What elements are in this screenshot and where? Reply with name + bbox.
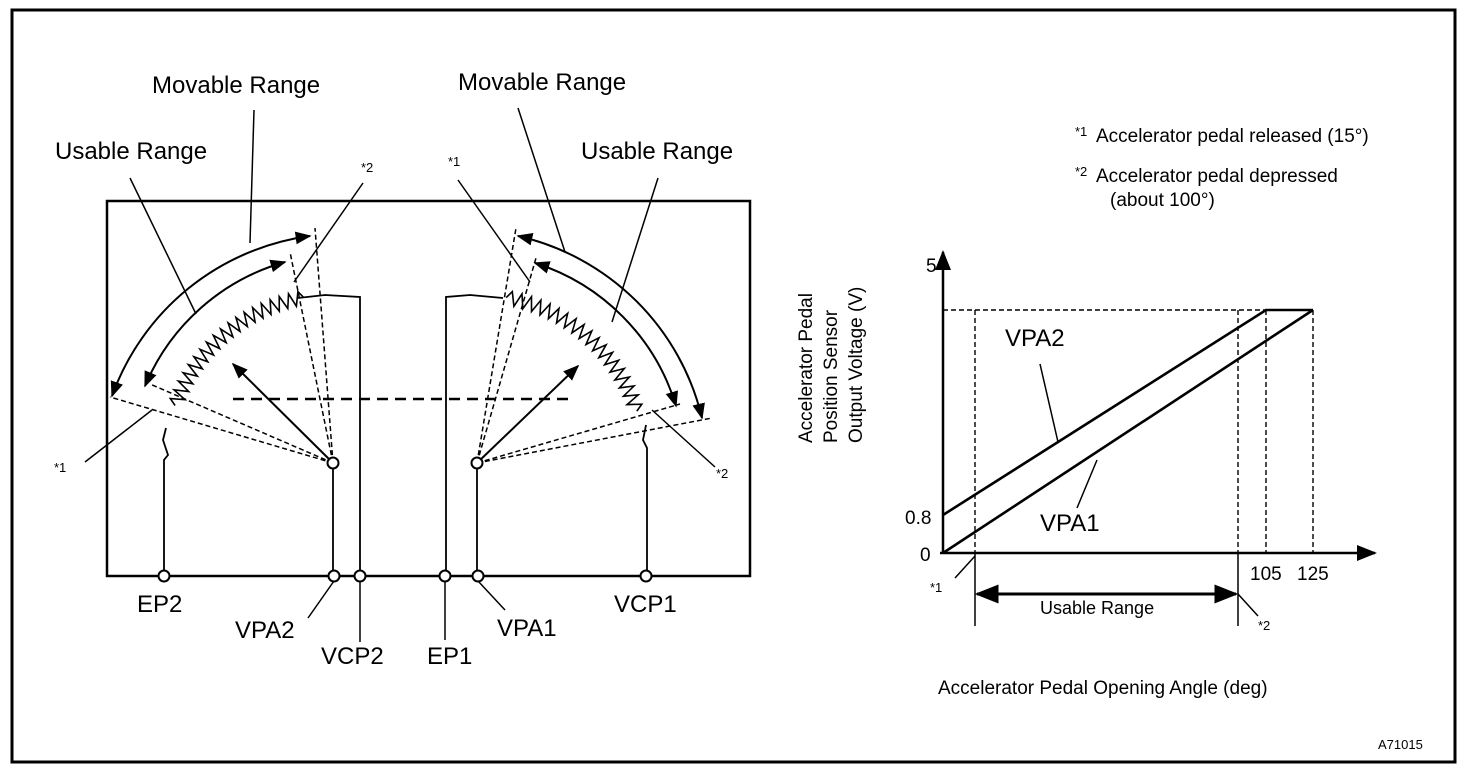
terminal-label-vpa1: VPA1 [497,615,557,642]
terminal-label-ep2: EP2 [137,591,182,618]
legend-note2-text: Accelerator pedal depressed [1096,166,1338,187]
terminal-label-ep1: EP1 [427,643,472,670]
vpa2-leader [307,580,335,619]
graph-ylabel-line2: Position Sensor [821,309,842,443]
ep1-wire [445,294,504,576]
vpa1-series-leader [1076,459,1098,509]
left-usable-arc [144,259,287,388]
sensor-schematic: Movable Range Movable Range Usable Range… [54,69,752,670]
x-tick-105: 105 [1250,564,1282,585]
right-star1-leader [457,179,531,283]
right-sensor [445,107,716,576]
series-vpa2-line [942,308,1313,517]
left-dash-3 [289,251,334,464]
movable-range-label-right: Movable Range [458,69,626,96]
left-star1-leader [84,409,153,463]
output-graph: Accelerator Pedal Position Sensor Output… [796,250,1377,699]
right-usable-leader [611,177,659,323]
left-resistor [168,289,305,406]
right-movable-leader [517,107,566,253]
movable-range-label-left: Movable Range [152,72,320,99]
graph-star2-leader [1237,593,1259,617]
y-tick-0: 0 [920,545,931,566]
left-star2-leader [293,182,364,283]
right-wiper-arrow [477,364,580,463]
series-vpa1-line [942,308,1314,555]
usable-range-label-graph: Usable Range [1040,598,1154,618]
terminal-label-vcp2: VCP2 [321,643,384,670]
vpa1-leader [477,580,506,611]
usable-range-label-right: Usable Range [581,138,733,165]
vcp1-terminal [639,569,653,583]
series-label-vpa2: VPA2 [1005,325,1065,352]
graph-star2: *2 [1258,618,1270,633]
vcp2-terminal [353,569,367,583]
usable-range-label-left: Usable Range [55,138,207,165]
ep1-terminal [438,569,452,583]
left-dash-2 [149,383,334,464]
graph-ylabel-line1: Accelerator Pedal [796,293,817,443]
x-tick-125: 125 [1297,564,1329,585]
y-tick-0-8: 0.8 [905,508,931,529]
legend-note1-mark: *1 [1075,124,1087,139]
vpa1-terminal [471,569,485,583]
legend: *1 Accelerator pedal released (15°) *2 A… [1075,124,1369,211]
left-dash-1 [109,396,334,464]
terminal-label-vcp1: VCP1 [614,591,677,618]
star2-label-left: *2 [361,160,373,175]
left-movable-leader [249,109,255,244]
ep2-wire [162,427,170,576]
figure-id: A71015 [1378,737,1423,752]
right-usable-arc [533,261,678,408]
left-pivot [326,456,340,470]
graph-star1-leader [954,555,976,579]
right-resistor [505,289,644,412]
graph-ylabel-line3: Output Voltage (V) [846,287,867,443]
series-label-vpa1: VPA1 [1040,510,1100,537]
legend-note1-text: Accelerator pedal released (15°) [1096,126,1369,147]
left-usable-leader [129,177,197,315]
graph-star1: *1 [930,580,942,595]
legend-note2-mark: *2 [1075,164,1087,179]
right-movable-arc [516,232,705,420]
star1-label-right: *1 [448,154,460,169]
right-star2-leader [651,409,716,468]
vcp1-wire [642,424,648,576]
terminal-label-vpa2: VPA2 [235,617,295,644]
left-dash-4 [314,227,334,464]
star1-label-left: *1 [54,460,66,475]
legend-note2-text-line2: (about 100°) [1110,190,1215,211]
right-dash-4 [476,417,713,464]
y-tick-5: 5 [926,256,937,277]
left-sensor [84,109,364,576]
figure-frame [10,8,1457,764]
star2-label-right: *2 [716,466,728,481]
terminals [157,569,653,642]
left-movable-arc [110,231,312,398]
vpa2-terminal [327,569,341,583]
right-pivot [470,456,484,470]
vpa2-series-leader [1039,363,1059,443]
ep2-terminal [157,569,171,583]
sensor-housing [105,199,752,578]
graph-xlabel: Accelerator Pedal Opening Angle (deg) [938,678,1268,699]
